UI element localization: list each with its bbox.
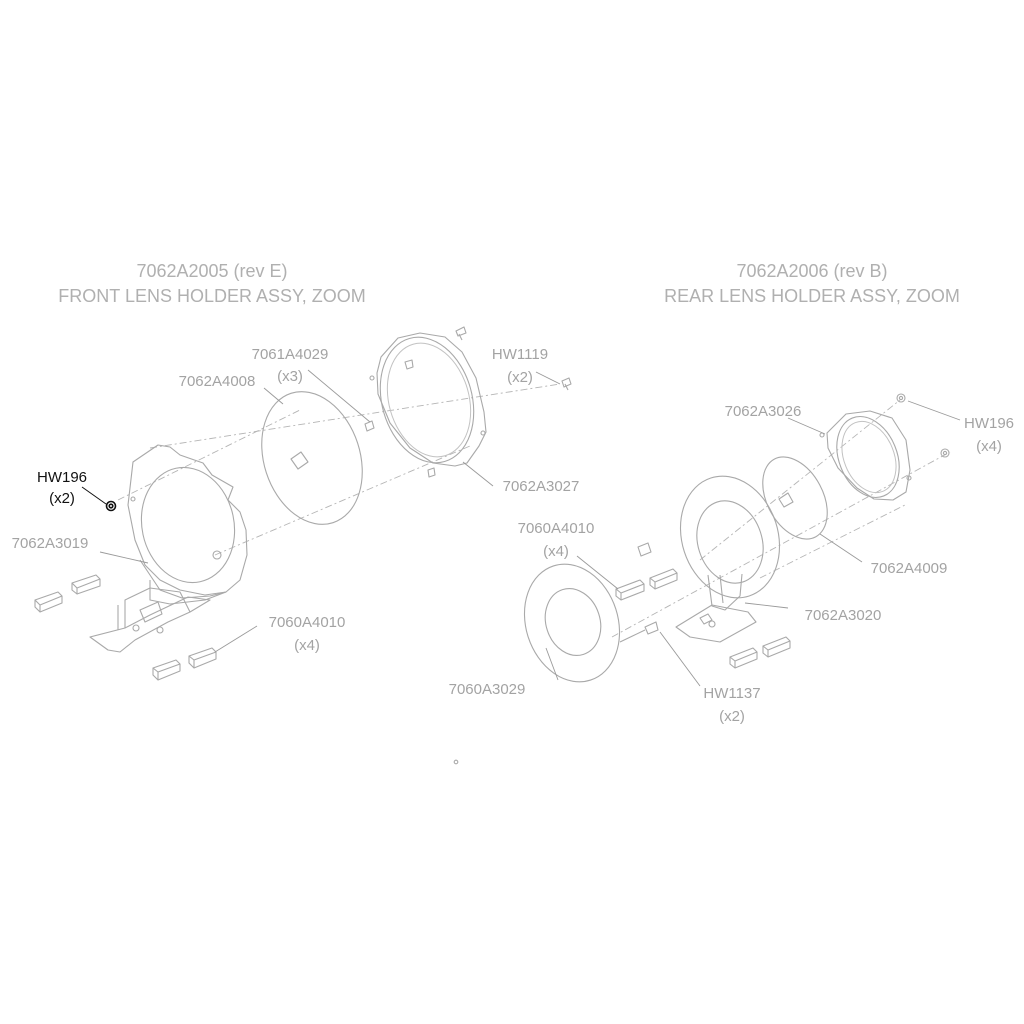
callout-HW196-rear: HW196 [964, 415, 1014, 432]
front-nut-HW196 [105, 500, 117, 512]
front-assembly-name: FRONT LENS HOLDER ASSY, ZOOM [58, 286, 365, 306]
callout-7062A3026: 7062A3026 [725, 403, 802, 420]
callout-7062A3027: 7062A3027 [503, 478, 580, 495]
callout-7060A4010-front-qty: (x4) [294, 637, 320, 654]
front-leaders [81, 369, 561, 653]
rear-assembly-name: REAR LENS HOLDER ASSY, ZOOM [664, 286, 960, 306]
rear-ring-7062A3026 [819, 410, 912, 501]
stray-mark [453, 759, 459, 765]
rear-leaders [545, 400, 961, 687]
front-axis-left [117, 409, 301, 501]
front-bracket-7062A3019 [127, 444, 248, 605]
callout-7062A3019: 7062A3019 [12, 535, 89, 552]
callout-7061A4029-qty: (x3) [277, 368, 303, 385]
front-assembly-part-number: 7062A2005 (rev E) [136, 261, 287, 281]
rear-axis-lower [611, 451, 951, 638]
rear-bracket-7062A3020 [679, 475, 781, 611]
front-screws-HW1119 [455, 326, 572, 391]
front-ring-7062A3027 [369, 332, 487, 467]
front-pads-7061A4029 [364, 359, 436, 478]
callout-7061A4029: 7061A4029 [252, 346, 329, 363]
callout-7060A3029: 7060A3029 [449, 681, 526, 698]
front-axis-upper [149, 383, 561, 449]
front-assembly [34, 326, 572, 681]
front-disc-7062A4008 [261, 391, 363, 525]
callout-HW196-rear-qty: (x4) [976, 438, 1002, 455]
callout-7060A4010-rear-qty: (x4) [543, 543, 569, 560]
callout-HW1119-qty: (x2) [507, 369, 533, 386]
rear-plate-7060A3029 [523, 563, 621, 683]
callout-7060A4010-rear: 7060A4010 [518, 520, 595, 537]
callout-7062A3020: 7062A3020 [805, 607, 882, 624]
rear-assembly [523, 393, 951, 683]
rear-standoffs-HW1137 [619, 542, 659, 643]
callout-7060A4010-front: 7060A4010 [269, 614, 346, 631]
front-axis-lower [214, 445, 471, 556]
front-labels: 7061A4029 (x3) 7062A4008 HW1119 (x2) HW1… [12, 346, 580, 654]
callout-HW1137-qty: (x2) [719, 708, 745, 725]
callout-HW1137: HW1137 [703, 685, 760, 702]
callout-HW1119: HW1119 [492, 346, 548, 363]
callout-7062A4009: 7062A4009 [871, 560, 948, 577]
rear-assembly-part-number: 7062A2006 (rev B) [736, 261, 887, 281]
callout-HW196-front-qty: (x2) [49, 490, 75, 507]
rear-labels: 7062A3026 HW196 (x4) 7060A4010 (x4) 7062… [449, 403, 1014, 725]
rear-disc-7062A4009 [762, 456, 828, 540]
rear-feet-7060A4010 [615, 568, 791, 669]
rear-nuts-HW196 [896, 393, 950, 458]
front-feet-7060A4010 [34, 574, 217, 681]
rear-base-plate [675, 604, 757, 643]
front-base-plate [89, 587, 211, 653]
rear-axis-mid [759, 504, 906, 579]
front-assembly-title: 7062A2005 (rev E) FRONT LENS HOLDER ASSY… [58, 261, 365, 306]
callout-HW196-front: HW196 [37, 469, 87, 486]
rear-axis-upper [699, 399, 901, 561]
callout-7062A4008: 7062A4008 [179, 373, 256, 390]
rear-assembly-title: 7062A2006 (rev B) REAR LENS HOLDER ASSY,… [664, 261, 960, 306]
